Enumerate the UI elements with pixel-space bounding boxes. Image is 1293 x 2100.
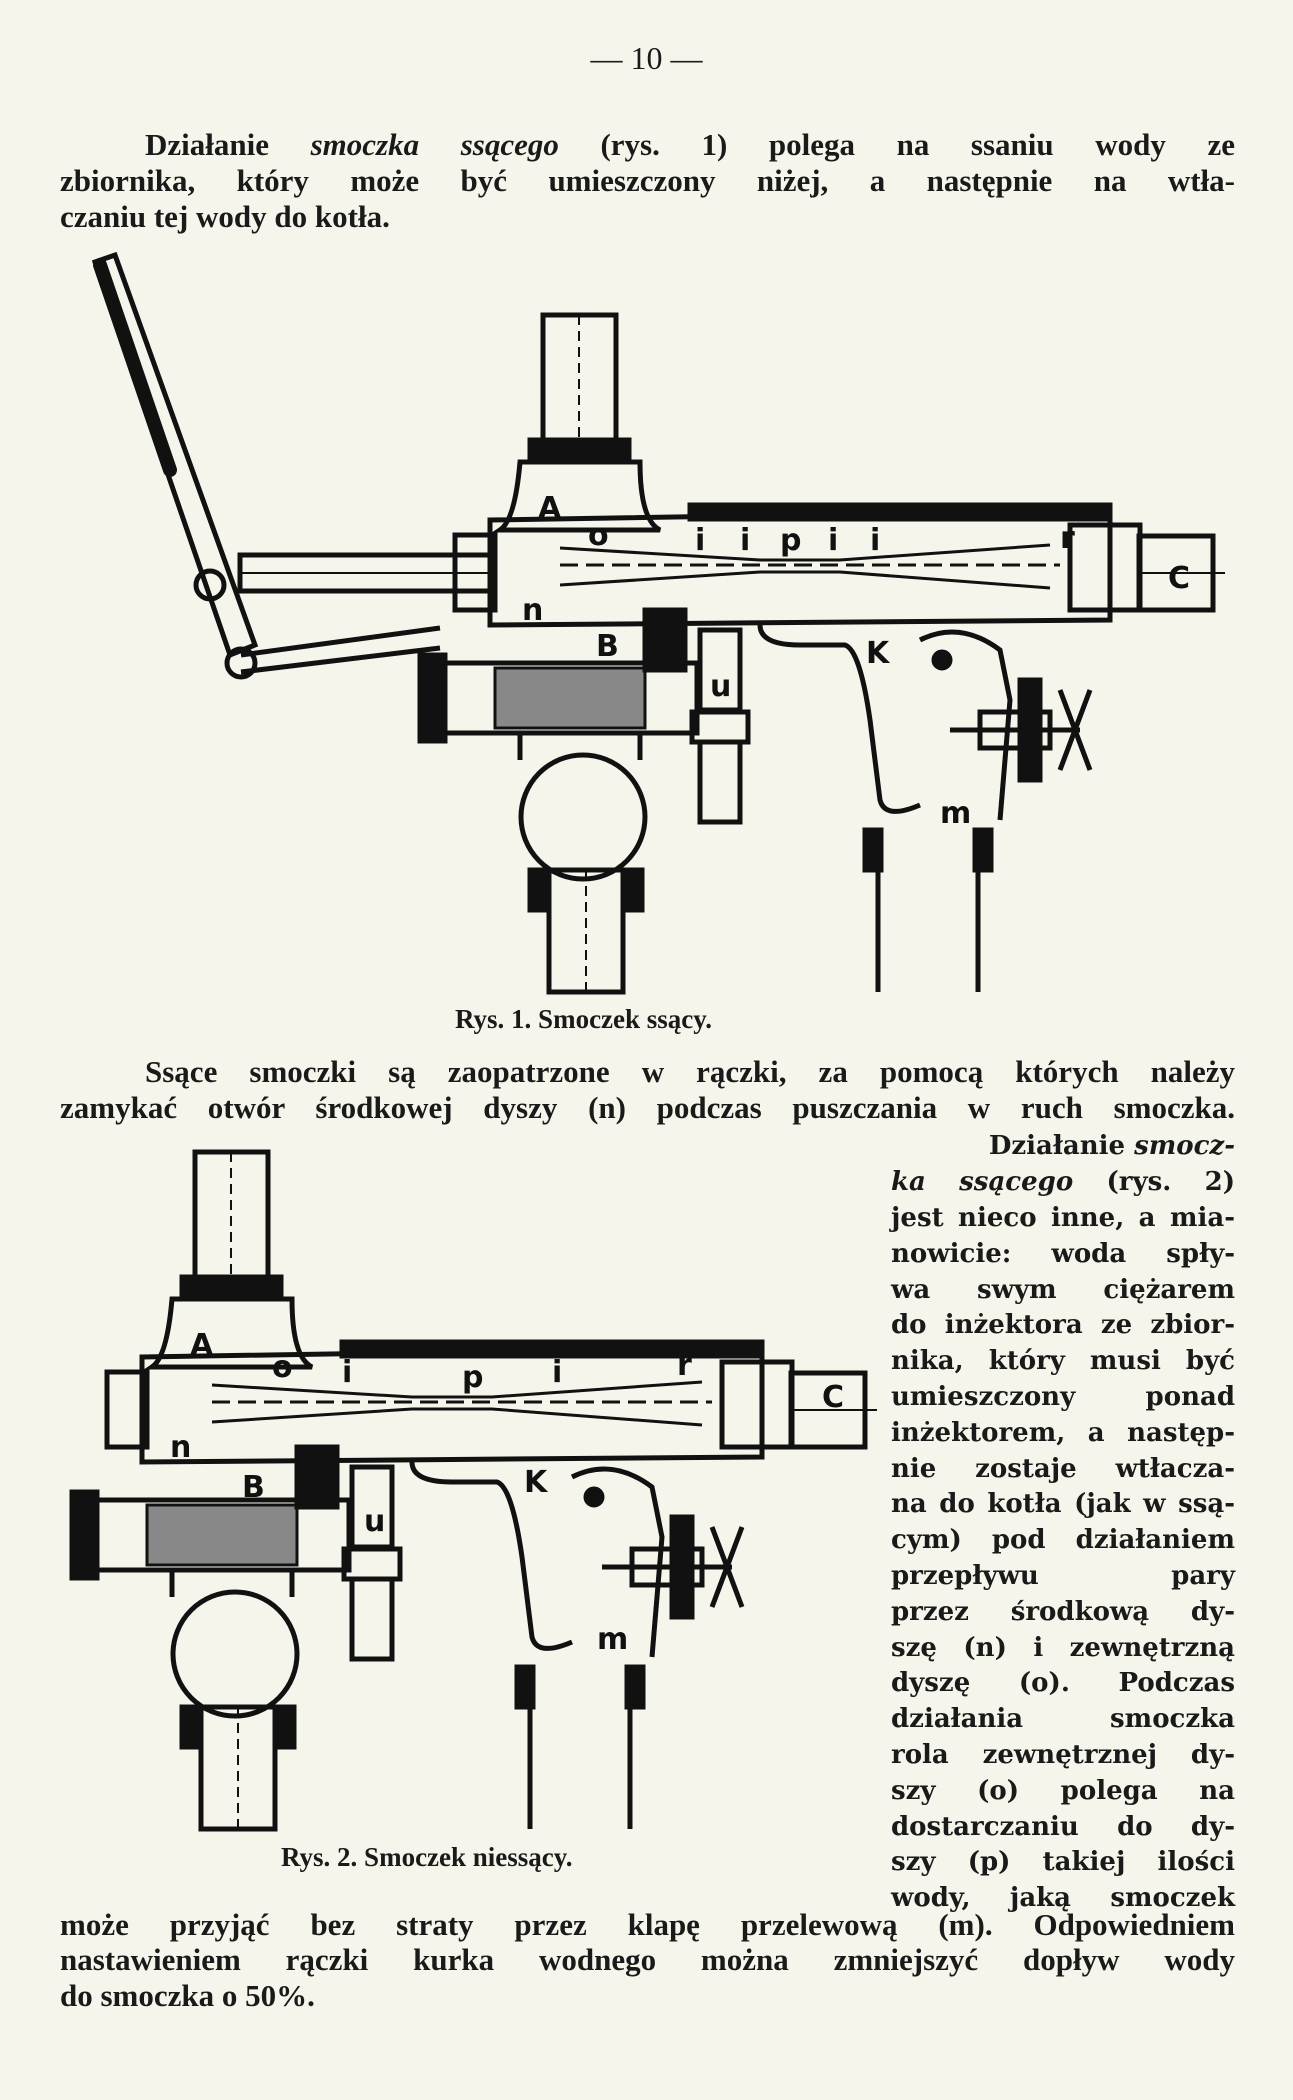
label-K: K bbox=[524, 1465, 549, 1500]
label-A: A bbox=[538, 491, 562, 526]
label-i: i bbox=[342, 1355, 352, 1390]
text: (rys. 2) bbox=[1073, 1167, 1235, 1197]
label-o: o bbox=[588, 518, 609, 553]
label-i: i bbox=[870, 523, 880, 558]
right-column-text-line: nie zostaje wtłacza- bbox=[891, 1453, 1235, 1484]
right-column-line2: ka ssącego (rys. 2) bbox=[891, 1164, 1235, 1200]
paragraph2-line1: Ssące smoczki są zaopatrzone w rączki, z… bbox=[145, 1054, 1235, 1089]
right-column-text-line: wody, jaką smoczek bbox=[891, 1883, 1235, 1914]
right-column-text-line: nowicie: woda spły- bbox=[891, 1238, 1235, 1269]
figure1-handle bbox=[91, 251, 493, 680]
paragraph3-line3: do smoczka o 50%. bbox=[60, 1978, 315, 2013]
text: Działanie bbox=[145, 127, 311, 162]
paragraph2-line2: zamykać otwór środkowej dyszy (n) podcza… bbox=[60, 1090, 1235, 1125]
right-column-text-line: dostarczaniu do dy- bbox=[891, 1811, 1235, 1842]
paragraph1-line3: czaniu tej wody do kotła. bbox=[60, 199, 390, 234]
label-i: i bbox=[552, 1355, 562, 1390]
paragraph3-line2: nastawieniem rączki kurka wodnego można … bbox=[60, 1942, 1235, 1977]
paragraph1-line1: Działanie smoczka ssącego (rys. 1) poleg… bbox=[145, 127, 1235, 163]
paragraph3-line1: może przyjąć bez straty przez klapę prze… bbox=[60, 1907, 1235, 1942]
label-i: i bbox=[695, 523, 705, 558]
right-column-text-line: umieszczony ponad bbox=[891, 1382, 1235, 1412]
figure1-labels: A o i i p i i r C n B u K m bbox=[522, 491, 1190, 831]
label-p: p bbox=[780, 523, 801, 558]
right-column-text-line: dyszę (o). Podczas bbox=[891, 1668, 1235, 1699]
label-m: m bbox=[940, 796, 971, 831]
label-u: u bbox=[710, 669, 731, 704]
label-B: B bbox=[596, 629, 619, 664]
emphasis-text: ka ssącego bbox=[891, 1167, 1074, 1197]
label-u: u bbox=[364, 1504, 385, 1539]
emphasis-text: smoczka ssącego bbox=[310, 127, 559, 162]
right-column-text-line: przez środkową dy- bbox=[891, 1596, 1235, 1627]
label-r: r bbox=[1060, 521, 1075, 556]
right-column-text-line: inżektorem, a następ- bbox=[891, 1417, 1235, 1448]
right-column-line1: Działanie smocz- bbox=[891, 1128, 1235, 1164]
right-column-text-line: szy (p) takiej ilości bbox=[891, 1847, 1235, 1878]
right-column-text-line: szy (o) polega na bbox=[891, 1775, 1235, 1806]
emphasis-text: smocz- bbox=[1134, 1131, 1235, 1161]
figure1-caption: Rys. 1. Smoczek ssący. bbox=[455, 1004, 713, 1034]
right-column-text-line: rola zewnętrznej dy- bbox=[891, 1740, 1235, 1770]
figure1-injector: A o i i p i i r C n B u K m bbox=[91, 251, 1225, 992]
right-column-text-line: nika, który musi być bbox=[891, 1346, 1235, 1377]
right-column-text-line: jest nieco inne, a mia- bbox=[891, 1203, 1235, 1233]
page-number: — 10 — bbox=[590, 40, 703, 76]
right-column-text-line: cym) pod działaniem bbox=[891, 1525, 1235, 1556]
right-column-text-line: na do kotła (jak w ssą- bbox=[891, 1489, 1235, 1520]
right-column-text-line: do inżektora ze zbior- bbox=[891, 1310, 1235, 1341]
figure2-injector: A o i p i r C n B u K m bbox=[72, 1152, 877, 1829]
figure2-caption: Rys. 2. Smoczek niessący. bbox=[281, 1842, 573, 1872]
right-column-text-line: wa swym ciężarem bbox=[891, 1274, 1235, 1305]
right-column-text-line: szę (n) i zewnętrzną bbox=[891, 1632, 1235, 1663]
text: (rys. 1) polega na ssaniu wody ze bbox=[558, 127, 1235, 162]
right-column-text-line: działania smoczka bbox=[891, 1704, 1235, 1735]
right-column-text-line: przepływu pary bbox=[891, 1561, 1235, 1591]
figure2-labels: A o i p i r C n B u K m bbox=[170, 1328, 844, 1657]
label-p: p bbox=[462, 1360, 483, 1395]
label-o: o bbox=[272, 1350, 293, 1385]
label-m: m bbox=[597, 1622, 628, 1657]
label-A: A bbox=[190, 1328, 214, 1363]
paragraph1-line2: zbiornika, który może być umieszczony ni… bbox=[60, 163, 1235, 198]
label-B: B bbox=[242, 1470, 265, 1505]
label-n: n bbox=[170, 1430, 191, 1465]
label-C: C bbox=[1168, 561, 1190, 596]
label-i: i bbox=[828, 523, 838, 558]
label-r: r bbox=[677, 1348, 692, 1383]
label-n: n bbox=[522, 593, 543, 628]
label-K: K bbox=[866, 636, 891, 671]
text: Działanie bbox=[988, 1131, 1135, 1161]
label-C: C bbox=[822, 1380, 844, 1415]
label-i: i bbox=[740, 523, 750, 558]
